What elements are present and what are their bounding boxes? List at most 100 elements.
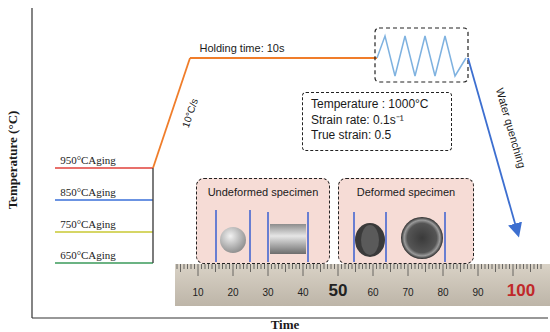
ruler-tick (380, 264, 381, 269)
ruler-tick (184, 264, 185, 269)
ruler-tick (362, 264, 363, 269)
aging-line (55, 231, 153, 233)
ruler-tick (212, 264, 213, 269)
ruler-tick (541, 264, 542, 269)
ruler-tick (303, 264, 304, 276)
guide-line (215, 210, 217, 262)
ruler-number: 30 (262, 287, 273, 298)
ruler-tick (530, 264, 531, 272)
holding-line (190, 57, 377, 59)
ruler-tick (187, 264, 188, 269)
ruler-tick (226, 264, 227, 269)
ruler-tick (478, 264, 479, 276)
ruler-tick (194, 264, 195, 269)
ruler-tick (383, 264, 384, 269)
ruler-tick (446, 264, 447, 269)
ruler-tick (208, 264, 209, 269)
ruler-tick (177, 264, 178, 269)
panel-fill (196, 178, 330, 264)
ruler-tick (488, 264, 489, 269)
deformed-barrel (355, 223, 385, 257)
quench-label: Water quenching (494, 87, 528, 170)
guide-line (307, 212, 309, 262)
ruler-tick (411, 264, 412, 269)
ruler-tick (481, 264, 482, 269)
ruler-tick (310, 264, 311, 269)
undeformed-end-view (220, 227, 246, 253)
ruler-tick (198, 264, 199, 276)
ruler-tick (443, 264, 444, 276)
ruler-tick (229, 264, 230, 269)
aging-line (55, 167, 153, 169)
ruler-tick (278, 264, 279, 269)
ruler-tick (247, 264, 248, 269)
axis-title: Time (271, 318, 300, 332)
aging-join (152, 168, 153, 263)
ruler-number: 60 (367, 287, 378, 298)
ruler-tick (285, 264, 286, 272)
ruler-tick (401, 264, 402, 269)
ruler-number: 70 (402, 287, 413, 298)
ruler-tick (506, 264, 507, 269)
guide-line (444, 212, 446, 262)
ruler-tick (502, 264, 503, 269)
ruler-tick (425, 264, 426, 272)
ruler-tick (523, 264, 524, 269)
deformed-disk (401, 217, 443, 259)
ruler-tick (376, 264, 377, 269)
guide-line (385, 212, 387, 262)
ruler-tick (180, 264, 181, 272)
axis-title: Temperature (°C) (6, 111, 20, 210)
ruler-tick (264, 264, 265, 269)
ruler-tick (495, 264, 496, 272)
ruler-tick (450, 264, 451, 269)
ruler-tick (282, 264, 283, 269)
ruler-tick (394, 264, 395, 269)
panel-fill (338, 178, 474, 264)
ruler-number: 40 (297, 287, 308, 298)
ruler-tick (436, 264, 437, 269)
ruler-tick (240, 264, 241, 269)
ruler-tick (422, 264, 423, 269)
ruler-tick (313, 264, 314, 269)
ruler-tick (201, 264, 202, 269)
ruler-number: 50 (329, 282, 348, 301)
ruler-tick (464, 264, 465, 269)
ruler-tick (408, 264, 409, 276)
ruler-tick (373, 264, 374, 276)
specimen-panel: Deformed specimen (338, 178, 474, 264)
ruler-tick (439, 264, 440, 269)
ruler-tick (345, 264, 346, 269)
aging-line (55, 199, 153, 201)
ruler-tick (513, 264, 514, 276)
ruler-tick (334, 264, 335, 269)
ruler-tick (457, 264, 458, 269)
deformation-zigzag (377, 36, 466, 76)
undeformed-cylinder (270, 224, 306, 254)
ruler-tick (292, 264, 293, 269)
panel-title: Undeformed specimen (201, 185, 325, 199)
ruler-tick (404, 264, 405, 269)
ruler-tick (327, 264, 328, 269)
ruler-tick (268, 264, 269, 276)
ruler-number: 90 (472, 287, 483, 298)
guide-line (267, 212, 269, 262)
ruler-tick (289, 264, 290, 269)
ruler-number: 100 (507, 282, 535, 301)
ruler-tick (261, 264, 262, 269)
ruler-tick (415, 264, 416, 269)
ruler-tick (296, 264, 297, 269)
ruler-number: 10 (192, 287, 203, 298)
ruler-tick (453, 264, 454, 269)
ruler-tick (331, 264, 332, 269)
guide-line (249, 210, 251, 262)
ruler-tick (418, 264, 419, 269)
ruler-tick (243, 264, 244, 269)
aging-label: 650°CAging (60, 249, 116, 261)
ruler-tick (191, 264, 192, 269)
ruler-tick (222, 264, 223, 269)
guide-line (353, 212, 355, 262)
panel-title: Deformed specimen (343, 185, 469, 199)
ruler-tick (509, 264, 510, 269)
ruler-tick (432, 264, 433, 269)
